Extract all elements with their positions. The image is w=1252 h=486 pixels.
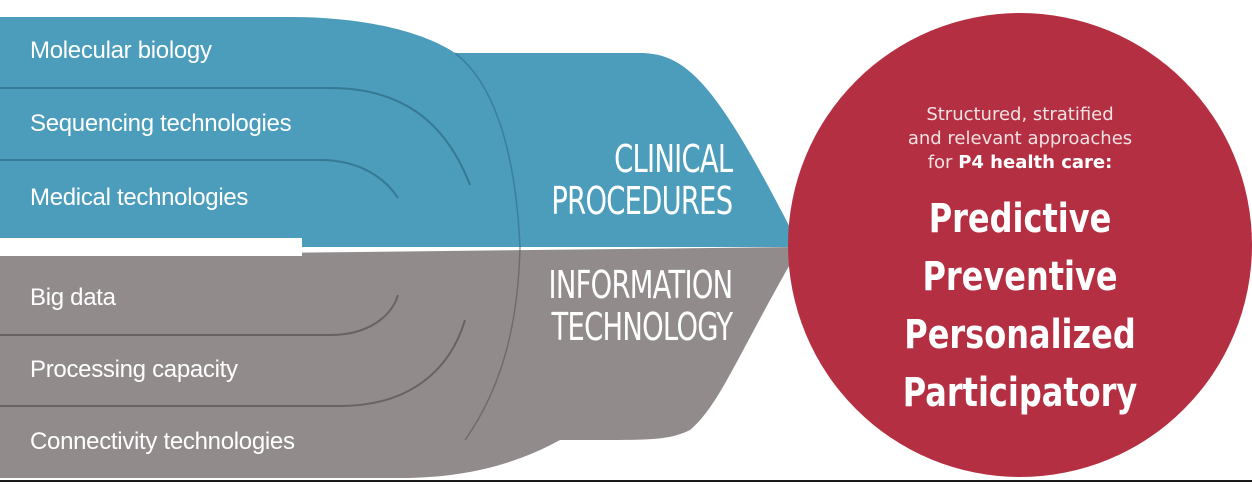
clinical-item-molecular-biology: Molecular biology [30, 37, 212, 64]
information-technology-arrow [0, 247, 800, 478]
p4-personalized: Personalized [904, 312, 1136, 358]
outcome-intro: Structured, stratified and relevant appr… [830, 103, 1210, 175]
clinical-title-line2: PROCEDURES [550, 179, 733, 223]
clinical-divider-1 [0, 87, 471, 186]
intro-line2: and relevant approaches [907, 128, 1133, 149]
clinical-item-medical-technologies: Medical technologies [30, 184, 249, 211]
clinical-outer-arc [454, 52, 521, 248]
information-item-processing-capacity: Processing capacity [30, 356, 238, 383]
intro-line3-bold: P4 health care: [958, 152, 1113, 173]
p4-participatory: Participatory [902, 370, 1138, 416]
clinical-divider-2 [0, 159, 399, 199]
p4-outcome-circle [788, 13, 1252, 477]
information-divider-1 [0, 294, 399, 336]
intro-line1: Structured, stratified [926, 104, 1114, 125]
clinical-item-sequencing-technologies: Sequencing technologies [30, 110, 292, 137]
bottom-rule [0, 480, 1252, 482]
clinical-procedures-arrow [0, 17, 800, 247]
information-title-line2: TECHNOLOGY [551, 305, 733, 349]
information-outer-arc [464, 246, 521, 441]
intro-line3-prefix: for [927, 152, 959, 173]
information-divider-2 [0, 319, 466, 407]
information-item-big-data: Big data [30, 284, 116, 311]
clinical-title-line1: CLINICAL [613, 137, 733, 181]
information-technology-title: INFORMATION TECHNOLOGY [548, 263, 733, 349]
clinical-procedures-title: CLINICAL PROCEDURES [550, 137, 733, 223]
p4-predictive: Predictive [928, 196, 1112, 242]
separator-bar [0, 238, 302, 256]
information-item-connectivity-technologies: Connectivity technologies [30, 428, 295, 455]
information-title-line1: INFORMATION [548, 263, 733, 307]
p4-list: Predictive Preventive Personalized Parti… [830, 190, 1210, 422]
p4-preventive: Preventive [922, 254, 1118, 300]
intro-line3: for P4 health care: [830, 151, 1210, 175]
